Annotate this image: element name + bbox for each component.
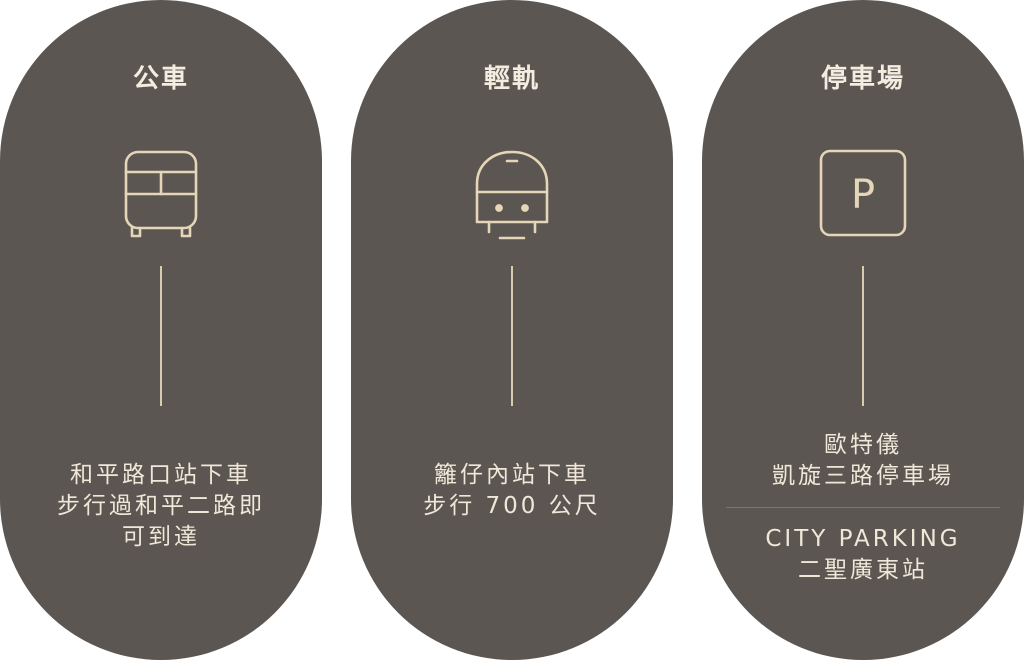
light-rail-card: 輕軌 籬仔內站下車 步行 700 公尺	[351, 0, 673, 660]
parking-divider	[726, 507, 1000, 508]
light-rail-directions-line: 步行 700 公尺	[423, 493, 601, 519]
card-title-bus: 公車	[132, 64, 189, 94]
divider-line	[511, 266, 513, 406]
parking-location-line: CITY PARKING	[765, 526, 961, 552]
divider-line	[160, 266, 162, 406]
parking-location-1: 歐特儀 凱旋三路停車場	[702, 430, 1024, 492]
divider-line	[862, 266, 864, 406]
bus-directions-line: 和平路口站下車	[70, 462, 252, 488]
parking-letter: P	[851, 172, 875, 218]
parking-location-line: 凱旋三路停車場	[772, 463, 954, 489]
light-rail-icon	[467, 146, 557, 242]
bus-directions-line: 可到達	[122, 524, 200, 550]
parking-icon: P	[818, 146, 908, 242]
bus-directions: 和平路口站下車 步行過和平二路即 可到達	[0, 460, 322, 553]
parking-card: 停車場 P 歐特儀 凱旋三路停車場 CITY PARKING 二聖廣東站	[702, 0, 1024, 660]
parking-location-line: 二聖廣東站	[798, 557, 928, 583]
bus-directions-line: 步行過和平二路即	[57, 493, 265, 519]
card-title-parking: 停車場	[820, 64, 905, 94]
bus-icon	[116, 146, 206, 242]
card-title-light-rail: 輕軌	[483, 64, 540, 94]
parking-location-2: CITY PARKING 二聖廣東站	[702, 524, 1024, 586]
bus-card: 公車 和平路口站下車 步行過和平二路即 可到達	[0, 0, 322, 660]
parking-location-line: 歐特儀	[824, 432, 902, 458]
light-rail-directions: 籬仔內站下車 步行 700 公尺	[351, 460, 673, 522]
light-rail-directions-line: 籬仔內站下車	[434, 462, 590, 488]
